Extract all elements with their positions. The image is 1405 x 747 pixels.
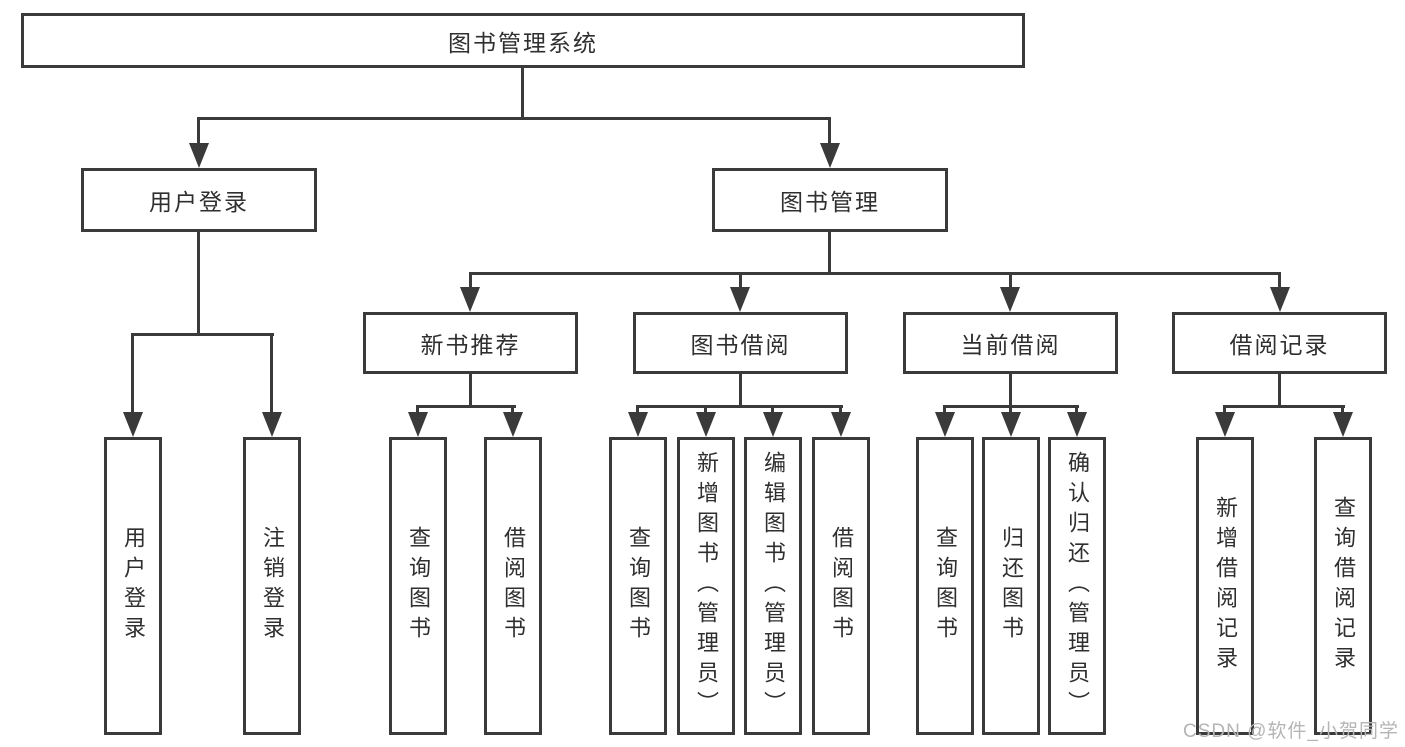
connector-borrowing-drop-3 xyxy=(771,405,774,415)
node-label: 用户登录 xyxy=(149,189,249,215)
connector-current-drop-1 xyxy=(943,405,946,415)
arrow-to-leaf-borrow-books-recommend xyxy=(503,412,523,437)
connector-recommend-drop-2 xyxy=(511,405,514,415)
arrow-to-leaf-edit-books-admin xyxy=(763,412,783,437)
arrow-to-new-book-recommend xyxy=(460,287,480,312)
leaf-query-books-borrowing: 查询图书 xyxy=(609,437,667,735)
connector-records-drop-2 xyxy=(1341,405,1344,415)
arrow-to-leaf-borrow-books-borrowing xyxy=(831,412,851,437)
connector-records-drop-1 xyxy=(1223,405,1226,415)
leaf-add-books-admin: 新增图书（管理员） xyxy=(677,437,735,735)
arrow-to-leaf-logout xyxy=(262,412,282,437)
connector-trunk-drop-2 xyxy=(739,272,742,290)
connector-user-login-down xyxy=(197,232,200,335)
node-label: 新书推荐 xyxy=(420,332,521,358)
leaf-label: 归还图书 xyxy=(999,526,1024,646)
arrow-to-leaf-query-books-recommend xyxy=(408,412,428,437)
connector-trunk-drop-1 xyxy=(469,272,472,290)
leaf-add-borrow-record: 新增借阅记录 xyxy=(1196,437,1254,735)
connector-records-split xyxy=(1223,405,1345,408)
arrow-to-user-login xyxy=(189,143,209,168)
leaf-confirm-return-admin: 确认归还（管理员） xyxy=(1048,437,1106,735)
arrow-to-leaf-query-borrow-record xyxy=(1333,412,1353,437)
connector-user-login-drop-1 xyxy=(131,333,134,415)
connector-borrowing-down xyxy=(739,374,742,408)
node-library-management-system: 图书管理系统 xyxy=(21,13,1025,68)
node-label: 当前借阅 xyxy=(960,332,1061,358)
connector-trunk-drop-4 xyxy=(1278,272,1281,290)
leaf-label: 查询图书 xyxy=(933,526,958,646)
leaf-borrow-books-recommend: 借阅图书 xyxy=(484,437,542,735)
arrow-to-leaf-user-login xyxy=(123,412,143,437)
connector-recommend-down xyxy=(469,374,472,408)
arrow-to-leaf-confirm-return-admin xyxy=(1067,412,1087,437)
connector-user-login-drop-2 xyxy=(270,333,273,415)
leaf-label: 新增借阅记录 xyxy=(1213,496,1238,676)
leaf-query-books-current: 查询图书 xyxy=(916,437,974,735)
leaf-label: 用户登录 xyxy=(121,526,146,646)
leaf-user-login: 用户登录 xyxy=(104,437,162,735)
connector-book-management-down xyxy=(828,232,831,275)
node-borrowing-records: 借阅记录 xyxy=(1172,312,1387,374)
connector-current-drop-2 xyxy=(1009,405,1012,415)
node-current-borrowing: 当前借阅 xyxy=(903,312,1118,374)
leaf-label: 查询图书 xyxy=(626,526,651,646)
csdn-watermark: CSDN @软件_小贺同学 xyxy=(1183,721,1399,742)
node-label: 图书管理 xyxy=(780,189,880,215)
node-label: 借阅记录 xyxy=(1229,332,1330,358)
connector-current-down xyxy=(1009,374,1012,408)
leaf-label: 确认归还（管理员） xyxy=(1065,451,1090,721)
arrow-to-current-borrowing xyxy=(1000,287,1020,312)
leaf-return-books: 归还图书 xyxy=(982,437,1040,735)
leaf-label: 注销登录 xyxy=(260,526,285,646)
arrow-to-leaf-add-borrow-record xyxy=(1215,412,1235,437)
leaf-label: 借阅图书 xyxy=(829,526,854,646)
connector-borrowing-drop-1 xyxy=(636,405,639,415)
leaf-edit-books-admin: 编辑图书（管理员） xyxy=(744,437,802,735)
arrow-to-leaf-return-books xyxy=(1001,412,1021,437)
leaf-label: 查询借阅记录 xyxy=(1331,496,1356,676)
connector-user-login-split xyxy=(131,333,274,336)
connector-borrowing-drop-4 xyxy=(839,405,842,415)
leaf-label: 编辑图书（管理员） xyxy=(761,451,786,721)
connector-records-down xyxy=(1278,374,1281,408)
connector-root-split xyxy=(198,117,831,120)
leaf-label: 借阅图书 xyxy=(501,526,526,646)
arrow-to-book-management xyxy=(820,143,840,168)
node-label: 图书管理系统 xyxy=(448,29,598,56)
leaf-logout: 注销登录 xyxy=(243,437,301,735)
arrow-to-borrowing-records xyxy=(1270,287,1290,312)
node-label: 图书借阅 xyxy=(690,332,791,358)
arrow-to-book-borrowing xyxy=(730,287,750,312)
leaf-query-books-recommend: 查询图书 xyxy=(389,437,447,735)
connector-recommend-split xyxy=(416,405,516,408)
arrow-to-leaf-add-books-admin xyxy=(696,412,716,437)
node-user-login: 用户登录 xyxy=(81,168,317,232)
leaf-query-borrow-record: 查询借阅记录 xyxy=(1314,437,1372,735)
connector-trunk-drop-3 xyxy=(1009,272,1012,290)
connector-level3-trunk xyxy=(469,272,1281,275)
connector-root-right-drop xyxy=(828,117,831,146)
connector-recommend-drop-1 xyxy=(416,405,419,415)
leaf-label: 新增图书（管理员） xyxy=(694,451,719,721)
arrow-to-leaf-query-books-current xyxy=(935,412,955,437)
node-book-borrowing: 图书借阅 xyxy=(633,312,848,374)
connector-root-down xyxy=(521,68,524,120)
node-book-management: 图书管理 xyxy=(712,168,948,232)
leaf-borrow-books-borrowing: 借阅图书 xyxy=(812,437,870,735)
leaf-label: 查询图书 xyxy=(406,526,431,646)
arrow-to-leaf-query-books-borrowing xyxy=(628,412,648,437)
node-new-book-recommend: 新书推荐 xyxy=(363,312,578,374)
connector-root-left-drop xyxy=(197,117,200,146)
connector-borrowing-split xyxy=(636,405,843,408)
connector-current-drop-3 xyxy=(1075,405,1078,415)
connector-borrowing-drop-2 xyxy=(704,405,707,415)
